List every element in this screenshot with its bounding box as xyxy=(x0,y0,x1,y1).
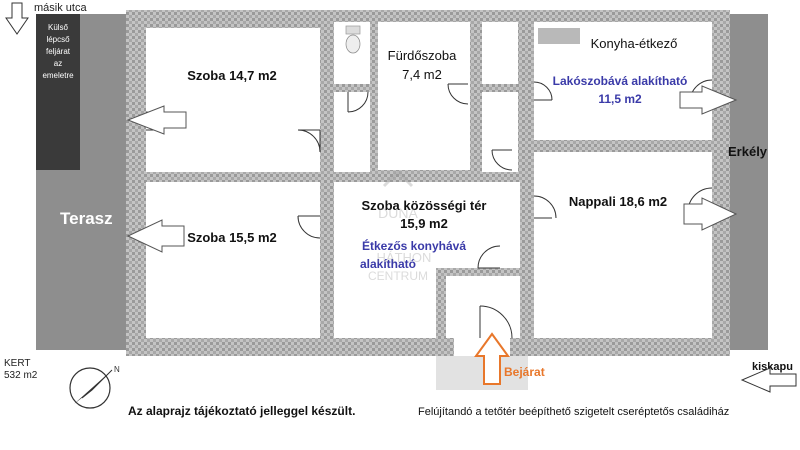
entrance-step xyxy=(436,356,528,390)
room-label-bathroom: Fürdőszoba xyxy=(388,48,457,63)
entrance-label: Bejárat xyxy=(504,365,545,379)
room-area-common: 15,9 m2 xyxy=(400,216,448,231)
stair-label-2: lépcső xyxy=(46,35,70,44)
room-label-kitchen: Konyha-étkező xyxy=(591,36,678,51)
street-label: másik utca xyxy=(34,2,87,14)
terrace-label: Terasz xyxy=(60,209,113,228)
garden-label-2: 532 m2 xyxy=(4,370,38,381)
watermark-line-3: CENTRUM xyxy=(368,269,428,283)
stair-label-1: Külső xyxy=(48,23,69,32)
room-note-common-1: Étkezős konyhává xyxy=(362,238,466,253)
garden-label-1: KERT xyxy=(4,358,31,369)
room-note-common-2: alakítható xyxy=(360,257,416,271)
external-staircase xyxy=(36,14,80,170)
toilet-icon xyxy=(345,25,361,54)
room-note-kitchen-2: 11,5 m2 xyxy=(598,92,642,106)
disclaimer-text: Az alaprajz tájékoztató jelleggel készül… xyxy=(128,404,355,418)
svg-text:N: N xyxy=(114,365,120,374)
room-label-common: Szoba közösségi tér xyxy=(362,198,487,213)
watermark-line-1: DUNA xyxy=(378,205,418,221)
watermark: DUNA HÁTHON CENTRUM xyxy=(368,169,432,283)
room-floors xyxy=(146,22,712,338)
balcony-area xyxy=(726,14,768,350)
room-label-living: Nappali 18,6 m2 xyxy=(569,194,667,209)
entrance-arrow-icon xyxy=(474,332,510,385)
description-text: Felújítandó a tetőtér beépíthető szigete… xyxy=(418,406,729,418)
down-arrow-icon xyxy=(5,2,29,35)
room-note-kitchen-1: Lakószobává alakítható xyxy=(553,74,688,88)
left-arrow-icon xyxy=(740,367,797,393)
compass-icon: N xyxy=(69,365,120,409)
window-arrows xyxy=(126,85,738,253)
room-label-szoba-2: Szoba 15,5 m2 xyxy=(187,230,277,245)
room-area-bathroom: 7,4 m2 xyxy=(402,67,442,82)
balcony-label: Erkély xyxy=(728,144,768,159)
stair-label-4: az xyxy=(54,59,62,68)
stair-label-3: feljárat xyxy=(46,47,71,56)
stair-label-5: emeletre xyxy=(42,71,74,80)
watermark-line-2: HÁTHON xyxy=(377,250,432,265)
gate-label: kiskapu xyxy=(752,361,793,373)
room-label-szoba-1: Szoba 14,7 m2 xyxy=(187,68,277,83)
kitchen-counter-icon xyxy=(538,28,580,44)
door-swings xyxy=(145,79,713,339)
